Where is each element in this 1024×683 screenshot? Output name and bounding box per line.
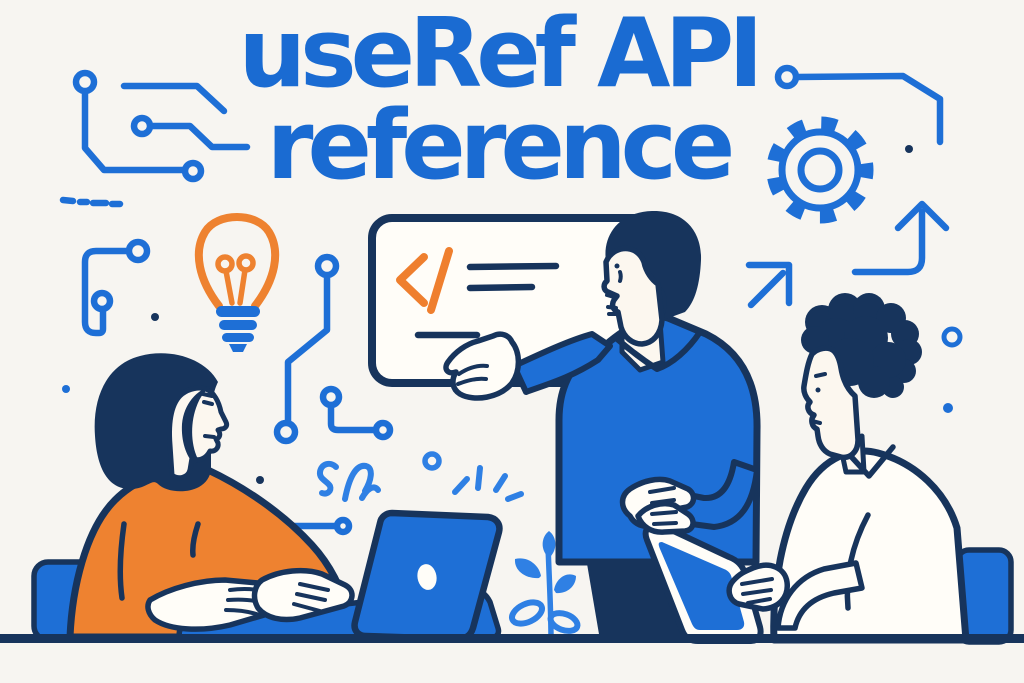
dot <box>256 476 264 484</box>
arrow-up-icon <box>851 200 950 276</box>
circuit-trace-top-right <box>774 64 944 153</box>
circuit-trace-top-left <box>59 69 251 208</box>
lightbulb-base <box>216 306 260 352</box>
title-line-1: useRef API <box>238 0 763 109</box>
man-hair <box>605 210 702 320</box>
person-hair <box>801 293 922 398</box>
man-collar <box>613 329 703 372</box>
person-forearm-and-hand <box>726 560 865 631</box>
dot <box>943 403 953 413</box>
title-line-2: reference <box>266 91 736 201</box>
person-forearm <box>775 560 865 631</box>
circle-doodle <box>941 326 963 348</box>
page-title: useRef API reference <box>0 0 1010 201</box>
squiggle-doodle <box>316 460 381 502</box>
code-line <box>466 283 536 292</box>
man-hand-on-tablet <box>635 500 696 535</box>
code-tag-icon <box>396 247 453 314</box>
person-arm-seam <box>844 512 871 611</box>
woman-typing <box>66 353 503 643</box>
circuit-trace-mid-left <box>81 238 159 337</box>
woman-hair-strand <box>181 385 214 464</box>
desk-line <box>0 634 1024 643</box>
gear-icon <box>766 116 874 224</box>
person-hand-grip <box>726 562 790 612</box>
woman-face-features <box>201 392 216 439</box>
code-line <box>466 262 560 271</box>
woman-face <box>167 385 230 481</box>
laptop-logo <box>417 564 437 590</box>
tablet-screen <box>658 542 745 630</box>
sparkle-burst-icon <box>422 451 524 502</box>
man-face-features <box>605 263 623 316</box>
person-face-features <box>810 372 827 425</box>
lightbulb-icon <box>194 213 280 352</box>
dot <box>62 385 70 393</box>
arrow-diagonal-icon <box>745 261 793 309</box>
plant-sprig-icon <box>509 531 581 641</box>
circuit-trace-center <box>273 253 394 445</box>
